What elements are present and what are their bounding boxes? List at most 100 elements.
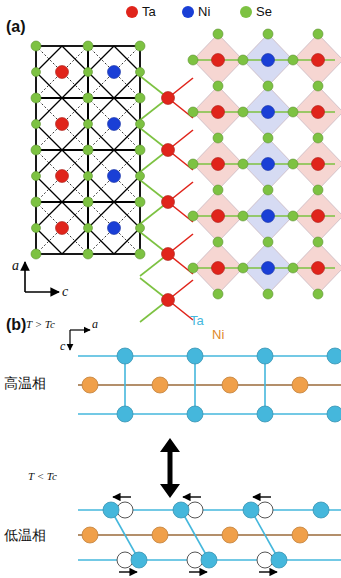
atom [31, 145, 41, 155]
figure-label: Ta [190, 314, 204, 328]
atom [288, 263, 298, 273]
atom [212, 54, 225, 67]
atom [238, 159, 248, 169]
atom [212, 210, 225, 223]
bond-line [36, 150, 88, 202]
legend-entry: Ni [182, 4, 210, 19]
figure-label: T < Tc [28, 470, 57, 482]
atom [188, 159, 198, 169]
figure-label: T > Tc [26, 318, 55, 330]
atom [83, 197, 93, 207]
chain-atom [187, 406, 203, 422]
atom [162, 196, 175, 209]
octahedron-outline [36, 46, 88, 98]
atom [84, 68, 93, 77]
atom [108, 66, 121, 79]
atom [162, 92, 175, 105]
chain-atom [257, 406, 273, 422]
atom [263, 185, 273, 195]
bond-line [88, 98, 140, 150]
shift-arrow [113, 496, 131, 497]
shift-arrow [189, 571, 207, 572]
atom [56, 66, 69, 79]
atom [238, 107, 248, 117]
atom [135, 41, 145, 51]
bond-line [88, 98, 140, 150]
chain-atom [327, 406, 341, 422]
bond-line [36, 150, 88, 202]
atom [188, 263, 198, 273]
legend-swatch [182, 6, 194, 18]
octahedron-outline [36, 202, 88, 254]
atom [312, 262, 325, 275]
atom [312, 106, 325, 119]
transition-arrow [168, 448, 173, 488]
atom [56, 118, 69, 131]
chain-atom [82, 527, 98, 543]
atom [31, 197, 41, 207]
atom [263, 29, 273, 39]
figure-label: a [92, 318, 98, 331]
atom [312, 210, 325, 223]
atom [213, 289, 223, 299]
figure-label: (a) [6, 18, 26, 36]
atom [262, 106, 275, 119]
atom [31, 41, 41, 51]
chain-atom [257, 348, 273, 364]
bond-line [36, 46, 88, 98]
atom [135, 249, 145, 259]
legend-text: Se [256, 4, 272, 19]
bond-line [36, 98, 88, 150]
atom [263, 133, 273, 143]
atom [313, 237, 323, 247]
chain-atom [103, 502, 119, 518]
octahedron-outline [88, 46, 140, 98]
atom [288, 211, 298, 221]
atom [313, 185, 323, 195]
atom [136, 224, 145, 233]
atom [31, 93, 41, 103]
chain-line [264, 356, 266, 414]
atom [212, 262, 225, 275]
atom [213, 185, 223, 195]
atom [312, 54, 325, 67]
chain-atom [222, 377, 238, 393]
atom [136, 68, 145, 77]
legend-swatch [126, 6, 138, 18]
chain-atom [292, 377, 308, 393]
axis-arrow [25, 291, 59, 293]
phase-schematic [78, 348, 341, 572]
atom [238, 211, 248, 221]
bond-line [36, 98, 88, 150]
atom [212, 106, 225, 119]
atom [135, 197, 145, 207]
bond-line [36, 202, 88, 254]
atom [288, 159, 298, 169]
chain-atom [152, 377, 168, 393]
chain-line [124, 356, 126, 414]
chain-atom [117, 348, 133, 364]
atom [108, 222, 121, 235]
chain-atom [117, 406, 133, 422]
atom [238, 263, 248, 273]
atom [213, 29, 223, 39]
figure-label: (b) [6, 316, 26, 334]
axis-arrow [24, 262, 26, 292]
legend-entry: Se [240, 4, 272, 19]
figure-label: c [62, 284, 68, 299]
octahedron-outline [36, 150, 88, 202]
legend-text: Ta [142, 4, 156, 19]
figure-label: a [12, 258, 19, 273]
atom [136, 120, 145, 129]
bond-line [36, 202, 88, 254]
atom [84, 120, 93, 129]
former-site [117, 502, 133, 518]
atom [83, 41, 93, 51]
atom [263, 237, 273, 247]
atom [313, 29, 323, 39]
atom [312, 158, 325, 171]
atom [108, 118, 121, 131]
crystal-structure [31, 29, 341, 322]
atom [32, 172, 41, 181]
